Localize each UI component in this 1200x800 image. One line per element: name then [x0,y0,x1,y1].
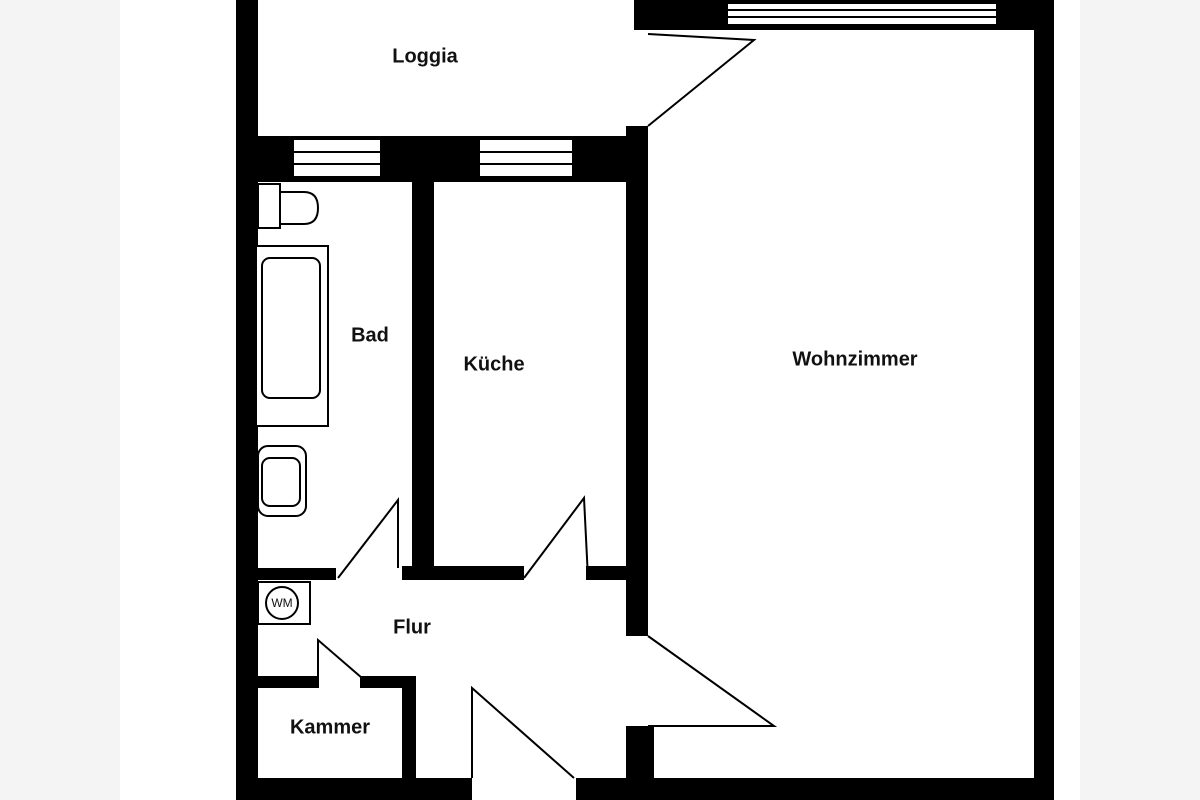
room-label-wohnzimmer: Wohnzimmer [792,348,918,371]
bathtub-icon [255,245,329,427]
room-label-kueche: Küche [463,353,525,376]
interior-walls [256,126,654,786]
door-swings [317,33,778,779]
loggia-door-swing [647,33,757,127]
room-label-bad: Bad [351,324,389,347]
kueche-door-swing [523,495,589,579]
entrance-door-swing [471,685,575,779]
kammer-door-swing [317,637,363,688]
room-label-loggia: Loggia [392,45,458,68]
room-label-kammer: Kammer [289,716,371,739]
wohnzimmer-door-swing [647,635,778,727]
washing-machine-icon [257,581,311,625]
toilet-icon [257,183,320,229]
living-room-window [728,4,996,24]
room-label-flur: Flur [393,616,431,639]
bathroom-fixtures [255,183,329,625]
washbasin-icon [257,445,307,517]
washing-machine-label: WM [271,596,293,610]
loggia-wall [236,136,648,182]
bad-door-swing [337,497,399,579]
